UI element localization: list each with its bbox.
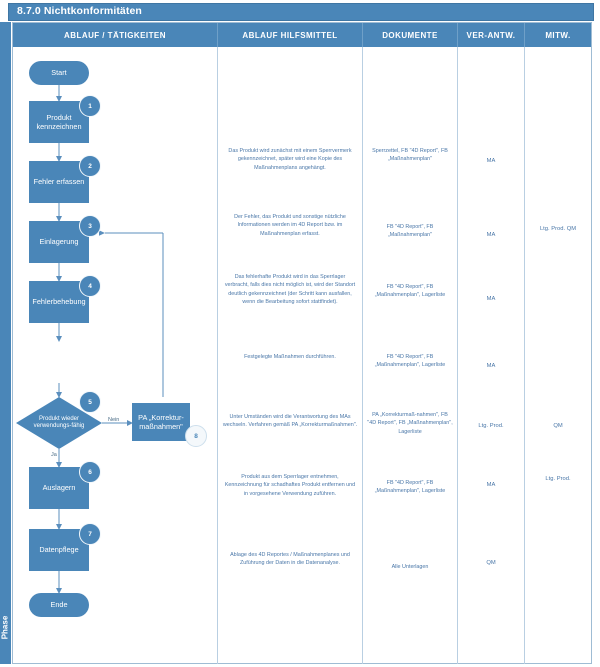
flow-node-start[interactable]: Start — [29, 61, 89, 85]
document-title-bar: 8.7.0 Nichtkonformitäten — [8, 3, 594, 21]
hilfsmittel-cell-5: Unter Umständen wird die Verantwortung d… — [222, 414, 358, 429]
step-badge-7: 7 — [79, 523, 101, 545]
hilfsmittel-cell-7: Ablage des 4D Reportes / Maßnahmenplanes… — [230, 552, 350, 567]
phase-rail: Phase — [0, 22, 11, 664]
verantw-cell-5: Ltg. Prod. — [478, 423, 504, 429]
table-header-row: ABLAUF / TÄTIGKEITEN ABLAUF HILFSMITTEL … — [13, 23, 591, 47]
step-badge-4: 4 — [79, 275, 101, 297]
dokumente-cell-3: FB "4D Report", FB „Maßnahmenplan", Lage… — [374, 284, 446, 299]
flow-node-pa-korrekturmassnahmen[interactable]: PA „Korrektur-maßnahmen" — [132, 403, 190, 441]
dokumente-cell-7: Alle Unterlagen — [391, 564, 429, 570]
verantw-cell-2: MA — [486, 232, 496, 238]
flow-node-einlagerung[interactable]: Einlagerung — [29, 221, 89, 263]
mitw-cell-5: QM — [553, 423, 563, 429]
verantw-cell-7: QM — [486, 560, 496, 566]
edge-label-ja: Ja — [51, 452, 57, 458]
step-badge-8: 8 — [185, 425, 207, 447]
hilfsmittel-cell-6: Produkt aus dem Sperrlager entnehmen, Ke… — [224, 474, 356, 497]
column-header-dokumente: DOKUMENTE — [363, 23, 458, 47]
mitw-cell-2: Ltg. Prod. QM — [539, 226, 577, 232]
flow-node-decision-verwendungsfaehig[interactable]: Produkt wieder verwendungs-fähig — [16, 397, 102, 449]
step-badge-5: 5 — [79, 391, 101, 413]
dokumente-cell-2: FB "4D Report", FB „Maßnahmenplan" — [386, 224, 434, 239]
mitw-cell-6: Ltg. Prod. — [545, 476, 571, 482]
verantw-cell-6: MA — [486, 482, 496, 488]
step-badge-1: 1 — [79, 95, 101, 117]
dokumente-cell-5: PA „Korrekturmaß-nahmen", FB "4D Report"… — [367, 412, 453, 435]
dokumente-cell-6: FB "4D Report", FB „Maßnahmenplan", Lage… — [374, 480, 446, 495]
flowchart-canvas: Start Produkt kennzeichnen 1 Fehler erfa… — [13, 47, 218, 664]
table-body: Start Produkt kennzeichnen 1 Fehler erfa… — [13, 47, 591, 664]
edge-label-nein: Nein — [108, 417, 120, 423]
hilfsmittel-cell-3: Das fehlerhafte Produkt wird in das Sper… — [224, 274, 356, 306]
step-badge-3: 3 — [79, 215, 101, 237]
hilfsmittel-column: Das Produkt wird zunächst mit einem Sper… — [218, 47, 363, 664]
dokumente-cell-4: FB "4D Report", FB „Maßnahmenplan", Lage… — [374, 354, 446, 369]
dokumente-column: Sperrzettel, FB "4D Report", FB „Maßnahm… — [363, 47, 458, 664]
column-header-hilfsmittel: ABLAUF HILFSMITTEL — [218, 23, 363, 47]
flow-connectors — [56, 85, 164, 594]
verantwortlich-column: MA MA MA MA Ltg. Prod. MA QM — [458, 47, 525, 664]
loop-arrowhead — [99, 230, 105, 236]
column-header-verantwortlich: VER-ANTW. — [458, 23, 525, 47]
step-badge-6: 6 — [79, 461, 101, 483]
step-badge-2: 2 — [79, 155, 101, 177]
verantw-cell-1: MA — [486, 158, 496, 164]
process-table: ABLAUF / TÄTIGKEITEN ABLAUF HILFSMITTEL … — [12, 22, 592, 664]
phase-label: Phase — [0, 615, 10, 640]
hilfsmittel-cell-4: Festgelegte Maßnahmen durchführen. — [244, 354, 336, 360]
verantw-cell-4: MA — [486, 363, 496, 369]
mitwirkend-column: Ltg. Prod. QM QM Ltg. Prod. — [525, 47, 591, 664]
flow-node-ende[interactable]: Ende — [29, 593, 89, 617]
verantw-cell-3: MA — [486, 296, 496, 302]
flowchart-column: Start Produkt kennzeichnen 1 Fehler erfa… — [13, 47, 218, 664]
hilfsmittel-cell-2: Der Fehler, das Produkt und sonstige nüt… — [234, 214, 346, 237]
column-header-ablauf: ABLAUF / TÄTIGKEITEN — [13, 23, 218, 47]
decision-diamond-shape — [16, 397, 102, 449]
page-title: 8.7.0 Nichtkonformitäten — [17, 5, 142, 17]
column-header-mitwirkend: MITW. — [545, 30, 571, 40]
hilfsmittel-cell-1: Das Produkt wird zunächst mit einem Sper… — [228, 148, 352, 171]
dokumente-cell-1: Sperrzettel, FB "4D Report", FB „Maßnahm… — [372, 148, 448, 163]
flow-node-produkt-kennzeichnen[interactable]: Produkt kennzeichnen — [29, 101, 89, 143]
